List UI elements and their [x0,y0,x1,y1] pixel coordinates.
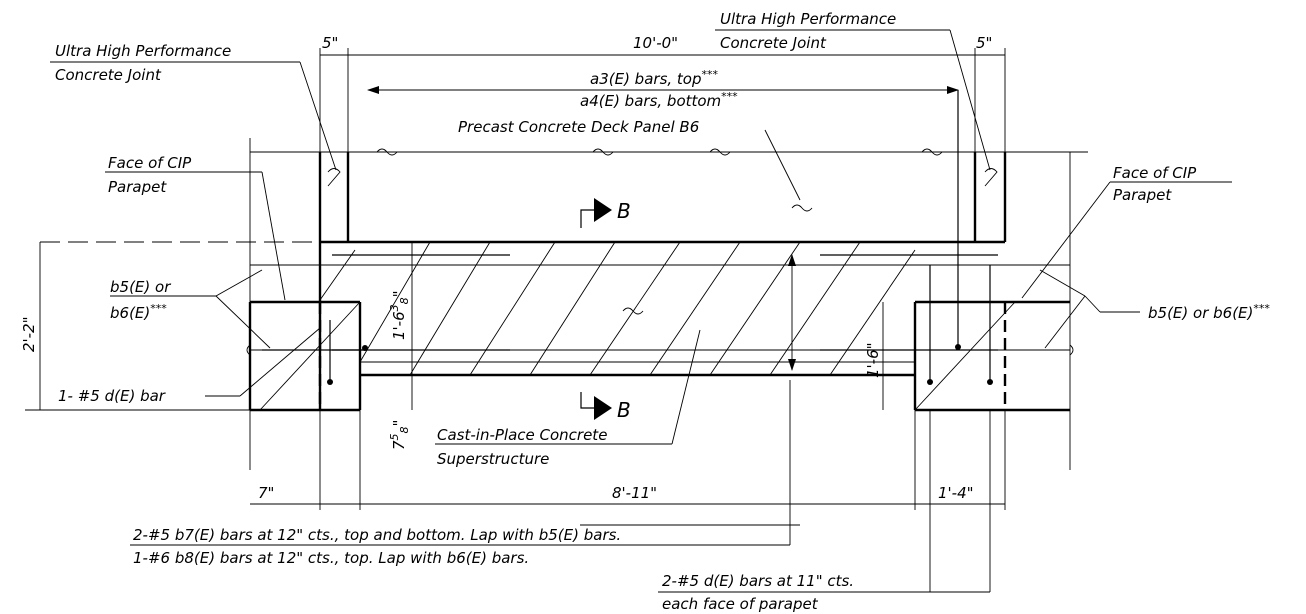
section-b-top: B [617,199,631,223]
dim-2-2: 2'-2" [20,316,38,352]
d-bar-left-label: 1- #5 d(E) bar [58,387,166,405]
tilde-marks [327,168,998,315]
note-d-2: each face of parapet [662,595,819,613]
deck-panel-outline [250,151,1088,410]
leader-lines [50,29,1232,526]
dim-1-6-38: 1'-638" [388,290,411,340]
section-b-bottom: B [617,398,631,422]
note-b7: 2-#5 b7(E) bars at 12" cts., top and bot… [133,526,621,544]
b5-left-label-1: b5(E) or [110,278,171,296]
dim-7-58: 758" [388,420,411,450]
face-cip-right-1: Face of CIP [1113,164,1197,182]
deck-panel-label: Precast Concrete Deck Panel B6 [458,118,699,136]
cip-superstructure-outline [250,349,1070,377]
note-b8: 1-#6 b8(E) bars at 12" cts., top. Lap wi… [133,549,529,567]
b6-left-label-2: b6(E)*** [110,302,167,322]
a4-bars-label: a4(E) bars, bottom*** [580,90,738,110]
cip-super-1: Cast-in-Place Concrete [437,426,607,444]
dim-1-4: 1'-4" [938,484,974,502]
right-parapet-outline [913,152,1071,470]
uhp-left-line2: Concrete Joint [55,66,162,84]
uhp-right-line2: Concrete Joint [720,34,827,52]
dim-10-0: 10'-0" [633,34,678,52]
b5-b6-right-label: b5(E) or b6(E)*** [1148,302,1270,322]
left-parapet-outline [248,138,362,470]
cip-hatching [319,241,916,376]
text-annotations: Ultra High Performance Concrete Joint Ul… [20,10,1270,613]
face-cip-right-2: Parapet [1113,186,1172,204]
dim-8-11: 8'-11" [612,484,657,502]
dim-5-right: 5" [976,34,992,52]
dim-1-6: 1'-6" [864,342,882,378]
a3-bars-label: a3(E) bars, top*** [590,68,719,88]
uhp-left-line1: Ultra High Performance [55,42,231,60]
face-cip-left-1: Face of CIP [108,154,192,172]
section-b-markers [580,198,612,420]
reinforcement-bars [262,90,998,385]
uhp-right-line1: Ultra High Performance [720,10,896,28]
cip-super-2: Superstructure [437,450,549,468]
note-d-1: 2-#5 d(E) bars at 11" cts. [662,572,854,590]
dim-7: 7" [258,484,274,502]
break-symbols [246,148,1074,356]
face-cip-left-2: Parapet [108,178,167,196]
dim-5-left: 5" [322,34,338,52]
